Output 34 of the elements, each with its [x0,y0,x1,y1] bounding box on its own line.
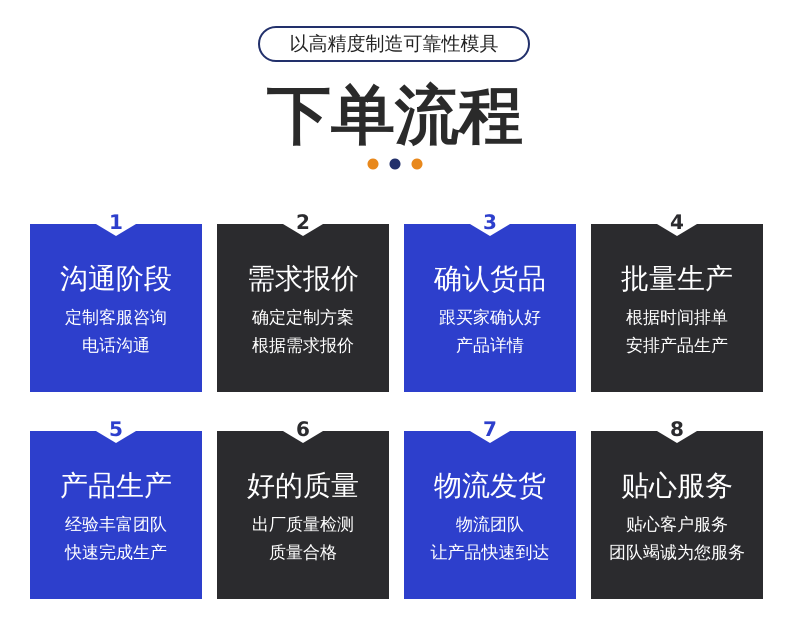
step-heading: 产品生产 [59,468,173,504]
step-description: 电话沟通 [82,335,150,358]
step-number: 4 [669,210,685,236]
step-heading: 贴心服务 [620,468,734,504]
step-heading: 批量生产 [620,261,734,297]
step-heading: 物流发货 [433,468,547,504]
step-number: 3 [482,210,498,236]
step-number: 6 [295,417,311,443]
step-description: 快速完成生产 [65,542,167,565]
step-description: 根据时间排单 [626,307,728,330]
step-description: 定制客服咨询 [65,307,167,330]
step-description: 出厂质量检测 [252,514,354,537]
step-description: 让产品快速到达 [430,542,550,565]
step-number: 8 [669,417,685,443]
step-heading: 沟通阶段 [59,261,173,297]
step-description: 质量合格 [269,542,337,565]
step-description: 经验丰富团队 [65,514,167,537]
step-description: 物流团队 [456,514,524,537]
step-heading: 需求报价 [246,261,360,297]
step-description: 确定定制方案 [252,307,354,330]
page-title: 下单流程 [266,78,524,155]
subtitle-pill: 以高精度制造可靠性模具 [258,26,530,62]
step-number: 5 [108,417,124,443]
step-description: 产品详情 [456,335,524,358]
step-description: 安排产品生产 [626,335,728,358]
step-number: 7 [482,417,498,443]
step-heading: 确认货品 [433,261,547,297]
step-heading: 好的质量 [246,468,360,504]
step-description: 根据需求报价 [252,335,354,358]
step-description: 跟买家确认好 [439,307,541,330]
step-description: 贴心客户服务 [626,514,728,537]
step-number: 1 [108,210,124,236]
step-description: 团队竭诚为您服务 [609,542,745,565]
step-number: 2 [295,210,311,236]
